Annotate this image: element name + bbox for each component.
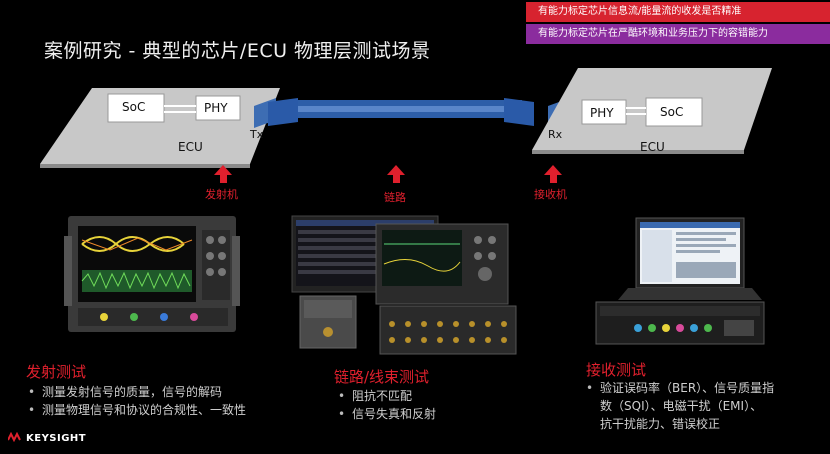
page-title: 案例研究 - 典型的芯片/ECU 物理层测试场景	[44, 40, 431, 62]
list-item: 抗干扰能力、错误校正	[600, 417, 721, 431]
tx-section-title: 发射测试	[26, 363, 87, 381]
rx-label: 接收机	[534, 188, 567, 201]
link-arrow-icon	[387, 165, 405, 183]
list-item: •阻抗不匹配	[338, 389, 413, 403]
tx-port-label: Tx	[250, 128, 264, 141]
rx-arrow-icon	[544, 165, 562, 183]
list-item: •测量发射信号的质量，信号的解码	[28, 385, 223, 399]
oscilloscope-image	[64, 216, 240, 332]
tx-label: 发射机	[205, 188, 238, 201]
link-section-title: 链路/线束测试	[334, 368, 430, 386]
keysight-logo: KEYSIGHT	[7, 431, 87, 444]
left-ecu-label: ECU	[178, 140, 203, 154]
keysight-wave-icon	[7, 431, 21, 443]
link-label: 链路	[384, 191, 406, 204]
right-phy-chip	[581, 99, 627, 125]
right-phy-label: PHY	[590, 106, 614, 120]
list-item: •信号失真和反射	[338, 407, 437, 421]
left-soc-label: SoC	[122, 100, 146, 114]
banner-precision: 有能力标定芯片信息流/能量流的收发是否精准	[526, 2, 830, 22]
network-analyzer-image	[291, 215, 517, 355]
list-item: •验证误码率（BER）、信号质量指	[586, 381, 775, 395]
tx-arrow-icon	[214, 165, 232, 183]
brand-name: KEYSIGHT	[25, 433, 87, 444]
left-phy-chip	[195, 95, 241, 121]
banner-fault-tolerance: 有能力标定芯片在严酷环境和业务压力下的容错能力	[526, 24, 830, 44]
left-phy-label: PHY	[204, 101, 228, 115]
ecu-link-diagram	[40, 68, 772, 168]
right-soc-label: SoC	[660, 105, 684, 119]
rx-port-label: Rx	[548, 128, 563, 141]
rx-section-title: 接收测试	[586, 361, 647, 379]
right-soc-chip	[645, 97, 703, 127]
right-ecu-label: ECU	[640, 140, 665, 154]
list-item: 数（SQI）、电磁干扰（EMI）、	[600, 399, 763, 413]
list-item: •测量物理信号和协议的合规性、一致性	[28, 403, 247, 417]
left-soc-chip	[107, 93, 165, 123]
receiver-test-image	[595, 217, 765, 345]
